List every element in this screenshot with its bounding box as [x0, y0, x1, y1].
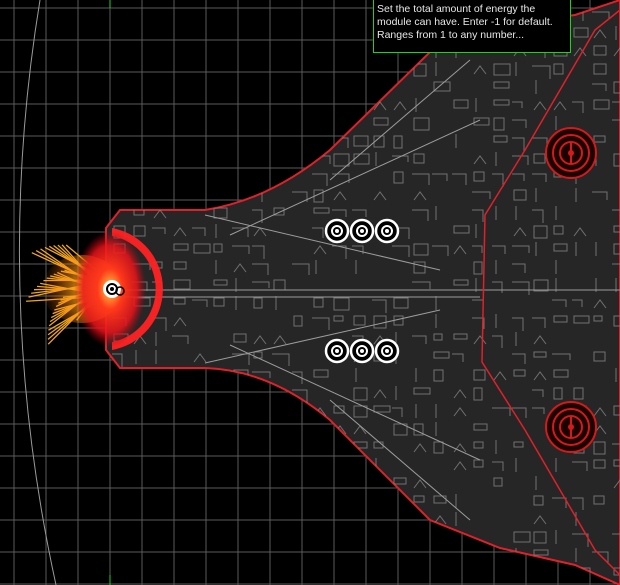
weapon-pod-icon[interactable]: [324, 218, 350, 244]
turret-target-icon[interactable]: [545, 401, 597, 453]
turret-target-icon[interactable]: [545, 127, 597, 179]
turrets: [545, 127, 597, 453]
ship-hull[interactable]: [105, 0, 620, 585]
weapon-pod-icon[interactable]: [324, 338, 350, 364]
weapon-pod-icon[interactable]: [349, 338, 375, 364]
weapon-pod-icon[interactable]: [349, 218, 375, 244]
hull-body[interactable]: [105, 0, 620, 585]
boundary-arc: [18, 0, 57, 585]
core-module-icon[interactable]: [103, 280, 125, 298]
hull-inner-section[interactable]: [481, 9, 620, 576]
weapon-pods: [324, 218, 400, 364]
weapon-pod-icon[interactable]: [374, 338, 400, 364]
weapon-pod-icon[interactable]: [374, 218, 400, 244]
module-tooltip: Set the total amount of energy the modul…: [373, 0, 571, 53]
thruster-flame-icon[interactable]: [26, 228, 163, 350]
